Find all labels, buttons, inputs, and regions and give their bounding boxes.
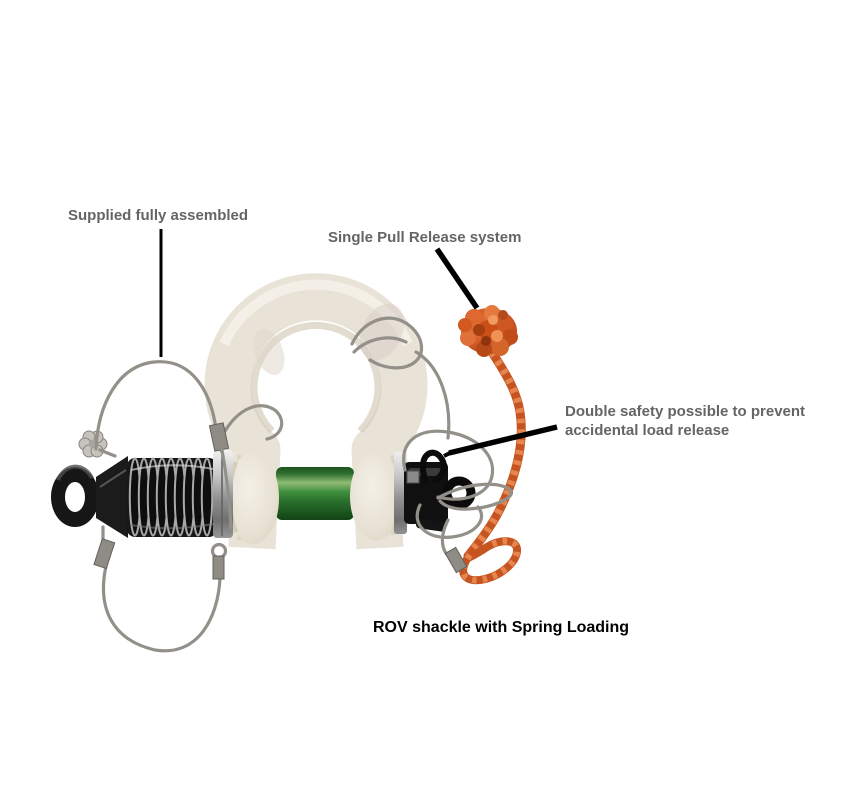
- rope-knot: [458, 305, 518, 357]
- rope-eye-loop: [459, 537, 521, 585]
- pull-eye-ring: [51, 464, 99, 527]
- spring-cone: [96, 456, 128, 538]
- spring-collar: [213, 450, 233, 538]
- pin-bolt: [406, 470, 420, 484]
- spring-assembly: [51, 430, 233, 538]
- leader-double-safety: [448, 424, 558, 456]
- shackle-pin-green: [276, 467, 354, 520]
- annotation-supplied-fully-assembled: Supplied fully assembled: [68, 207, 249, 224]
- release-lever: [420, 449, 447, 483]
- leader-single-pull: [434, 247, 480, 310]
- figure-caption: ROV shackle with Spring Loading: [373, 619, 630, 636]
- safety-wire-lower-loop: [101, 564, 222, 653]
- safety-wires-right: [350, 316, 513, 574]
- retaining-clip: [78, 430, 108, 458]
- safety-wire-upper-loop: [94, 360, 224, 454]
- leader-lines: [159, 229, 558, 458]
- spring-bellows: [127, 457, 217, 537]
- release-rope: [458, 305, 526, 585]
- annotation-double-safety: Double safety possible to prevent accide…: [565, 403, 806, 439]
- safety-wires-left: [93, 360, 284, 653]
- shackle-bow: [204, 273, 428, 550]
- annotation-single-pull-release: Single Pull Release system: [328, 229, 522, 246]
